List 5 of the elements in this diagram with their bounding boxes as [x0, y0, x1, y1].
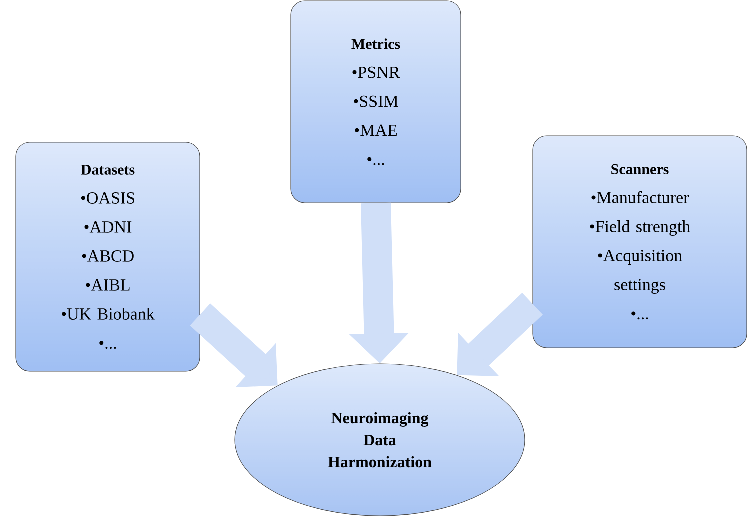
rounded-box: Scanners •Manufacturer •Field strength •Acquisition settings •...	[532, 136, 747, 348]
block-arrow	[457, 293, 543, 376]
rounded-box: Datasets •OASIS •ADNI •ABCD •AIBL •UK Biobank •...	[16, 142, 200, 372]
rounded-box: Metrics •PSNR •SSIM •MAE •...	[290, 0, 462, 204]
ellipse-node: Neuroimaging Data Harmonization	[234, 364, 526, 516]
